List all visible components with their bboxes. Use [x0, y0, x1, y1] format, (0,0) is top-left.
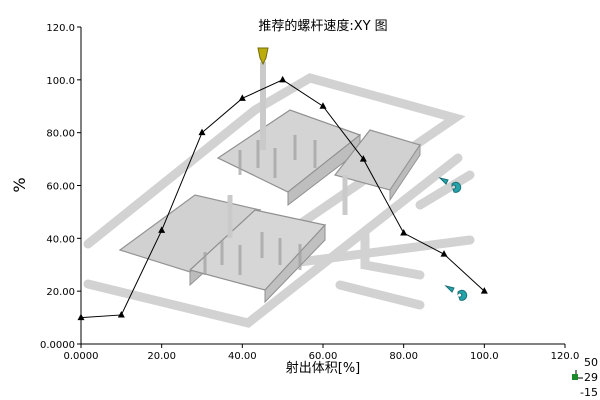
y-ticks: 0.0000 20.00 40.00 60.00 80.00 100.0 120.0 — [40, 23, 81, 351]
x-tick-label: 40.00 — [228, 351, 257, 362]
series-layer — [77, 75, 488, 321]
x-tick-label: 80.00 — [389, 351, 418, 362]
y-tick-label: 60.00 — [46, 182, 75, 193]
y-tick-label: 80.00 — [46, 129, 75, 140]
axis-triad-icon — [572, 370, 583, 380]
y-tick-label: 40.00 — [46, 234, 75, 245]
data-point-marker — [440, 250, 448, 257]
corner-label-3: -15 — [580, 386, 598, 399]
x-axis-title: 射出体积[%] — [286, 360, 361, 376]
data-point-marker — [400, 229, 408, 236]
corner-label-2: 29 — [584, 371, 598, 384]
y-tick-label: 0.0000 — [40, 340, 75, 351]
axes: 0.0000 20.00 40.00 60.00 80.00 100.0 120.0 0.0… — [40, 23, 579, 362]
data-point-marker — [359, 155, 367, 162]
y-axis-title: % — [10, 177, 29, 192]
data-point-marker — [77, 313, 85, 321]
coolant-arrow-icon — [438, 177, 462, 193]
data-point-marker — [319, 102, 327, 109]
data-point-marker — [279, 75, 287, 83]
y-tick-label: 20.00 — [46, 287, 75, 298]
mold-model-background — [83, 47, 475, 328]
data-point-marker — [238, 94, 246, 101]
x-ticks: 0.0000 20.00 40.00 60.00 80.00 100.0 120.0 — [64, 344, 580, 362]
data-point-marker — [158, 226, 166, 233]
y-tick-label: 120.0 — [46, 23, 75, 34]
part-cavity-upper — [216, 109, 362, 207]
coolant-arrow-icon — [444, 285, 468, 301]
injection-nozzle-icon — [257, 47, 269, 66]
part-cavity-right — [333, 129, 421, 202]
x-tick-label: 100.0 — [470, 351, 499, 362]
x-tick-label: 120.0 — [551, 351, 580, 362]
data-point-marker — [480, 287, 488, 294]
data-point-marker — [117, 310, 125, 318]
x-tick-label: 0.0000 — [64, 351, 99, 362]
chart-title: 推荐的螺杆速度:XY 图 — [258, 18, 387, 34]
corner-label-1: 50 — [584, 356, 598, 369]
part-cavity-middle — [188, 209, 327, 304]
data-point-marker — [198, 128, 206, 136]
x-tick-label: 20.00 — [147, 351, 176, 362]
y-tick-label: 100.0 — [46, 76, 75, 87]
x-tick-label: 60.00 — [309, 351, 338, 362]
